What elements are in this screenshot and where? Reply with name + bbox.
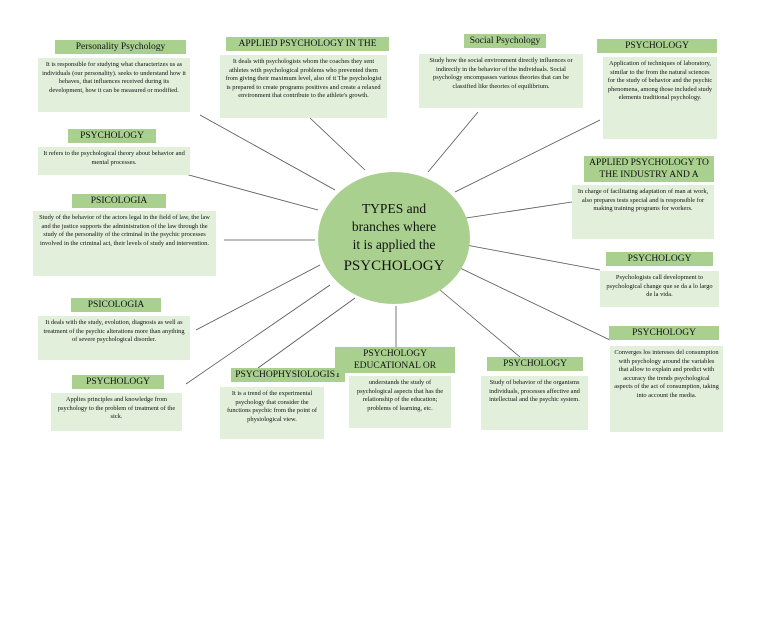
branch-title-legal: PSICOLOGIA [72, 194, 166, 208]
branch-title-health: PSYCHOLOGY [72, 375, 164, 389]
central-topic-line-3: it is applied the [352, 237, 436, 252]
branch-title-development: PSYCHOLOGY [606, 252, 713, 266]
connector-line-3 [454, 119, 601, 193]
branch-desc-general: It refers to the psychological theory ab… [38, 147, 190, 175]
branch-title-industry: APPLIED PSYCHOLOGY TO THE INDUSTRY AND A [584, 156, 714, 182]
branch-desc-applied-sport: It deals with psychologists whom the coa… [220, 55, 387, 118]
branch-desc-health: Applies principles and knowledge from ps… [51, 393, 182, 431]
branch-title-social: Social Psychology [464, 34, 546, 48]
connector-line-0 [199, 114, 336, 191]
branch-desc-clinical: It deals with the study, evolution, diag… [38, 316, 190, 360]
branch-title-clinical: PSICOLOGIA [71, 298, 161, 312]
connector-line-1 [309, 117, 366, 171]
branch-desc-psychophysiologist: It is a trend of the experimental psycho… [220, 387, 324, 439]
branch-title-applied-sport: APPLIED PSYCHOLOGY IN THE [226, 37, 389, 51]
branch-title-comparative: PSYCHOLOGY [487, 357, 583, 371]
branch-desc-consumer: Converges los intereses del consumption … [610, 346, 723, 432]
connector-line-13 [439, 289, 521, 358]
branch-desc-personality: It is responsible for studying what char… [38, 58, 190, 112]
branch-title-psychophysiologist: PSYCHOPHYSIOLOGIST [231, 368, 345, 382]
connector-line-11 [257, 297, 356, 369]
branch-title-consumer: PSYCHOLOGY [609, 326, 719, 340]
central-topic-line-1: TYPES and [361, 201, 427, 216]
branch-desc-industry: In charge of facilitating adaptation of … [572, 185, 714, 239]
branch-title-educational: PSYCHOLOGY EDUCATIONAL OR [335, 347, 455, 373]
branch-desc-comparative: Study of behavior of the organisms indiv… [481, 376, 588, 430]
connector-line-5 [465, 201, 573, 219]
connector-line-9 [459, 267, 611, 341]
connector-line-8 [195, 264, 321, 331]
branch-desc-experimental: Application of techniques of laboratory,… [603, 57, 717, 139]
connector-line-2 [427, 111, 479, 173]
branch-title-experimental: PSYCHOLOGY [597, 39, 717, 53]
central-topic: TYPES and branches where it is applied t… [318, 172, 470, 304]
central-topic-line-4: PSYCHOLOGY [343, 258, 445, 274]
connector-line-7 [465, 244, 601, 271]
branch-desc-educational: understands the study of psychological a… [349, 376, 451, 428]
central-topic-line-2: branches where [351, 219, 437, 234]
branch-desc-legal: Study of the behavior of the actors lega… [33, 211, 216, 276]
connector-line-10 [185, 284, 331, 385]
branch-title-personality: Personality Psychology [55, 40, 186, 54]
branch-desc-social: Study how the social environment directl… [419, 54, 583, 108]
branch-desc-development: Psychologists call development to psycho… [600, 271, 719, 307]
branch-title-general: PSYCHOLOGY [68, 129, 156, 143]
